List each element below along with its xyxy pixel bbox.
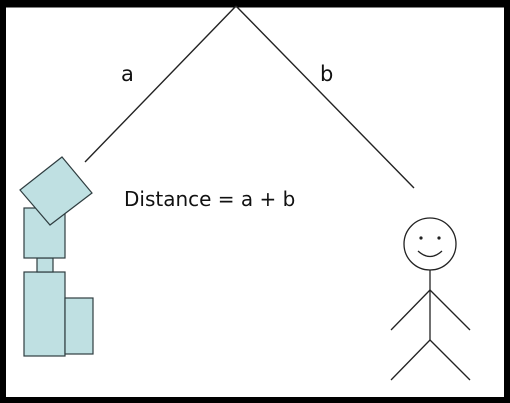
- person-eye-left: [419, 236, 423, 240]
- person-arm-left: [390, 289, 431, 331]
- device-side-box: [64, 297, 94, 355]
- person-eye-right: [437, 236, 441, 240]
- person-arm-right: [429, 289, 471, 331]
- segment-b-line: [235, 5, 415, 189]
- person-head: [403, 217, 457, 271]
- segment-a-line: [84, 5, 237, 163]
- person-leg-right: [429, 339, 471, 381]
- distance-formula: Distance = a + b: [124, 187, 295, 211]
- segment-b-label: b: [320, 62, 333, 86]
- segment-a-label: a: [121, 62, 134, 86]
- device-neck: [36, 257, 54, 273]
- person-smile: [417, 250, 443, 258]
- device-base: [23, 271, 66, 357]
- stick-figure-icon: [390, 217, 471, 381]
- person-leg-left: [390, 339, 431, 381]
- camera-icon: [19, 156, 94, 357]
- device-sensor-head: [19, 156, 93, 226]
